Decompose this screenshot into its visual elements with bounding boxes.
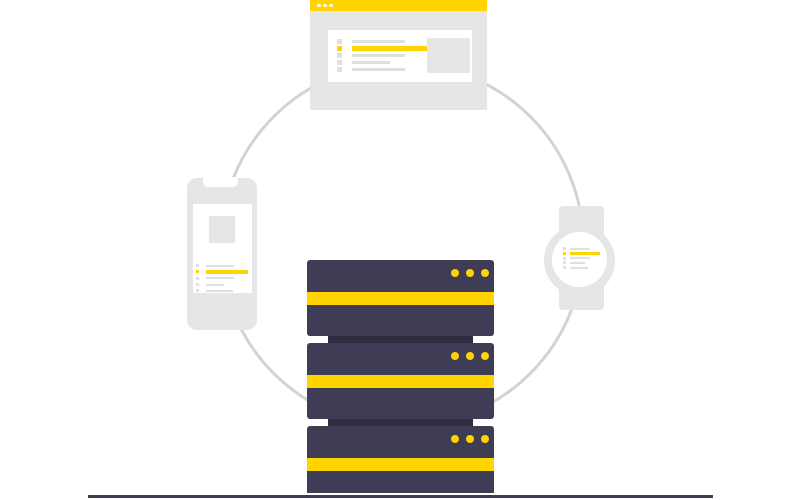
phone-list-row bbox=[196, 276, 248, 280]
list-bullet bbox=[196, 289, 199, 293]
server-indicator-lights bbox=[451, 435, 489, 443]
browser-window bbox=[310, 0, 487, 110]
smartphone bbox=[187, 177, 257, 330]
list-bullet bbox=[563, 261, 566, 265]
list-line bbox=[206, 277, 234, 280]
watch-list-row bbox=[563, 247, 600, 250]
window-control-dot bbox=[317, 3, 321, 8]
indicator-light bbox=[466, 435, 474, 443]
phone-list bbox=[196, 264, 248, 293]
list-bullet bbox=[196, 283, 199, 287]
list-bullet bbox=[337, 46, 342, 51]
list-bullet bbox=[563, 266, 566, 270]
indicator-light bbox=[451, 352, 459, 360]
watch-list-row bbox=[563, 251, 600, 255]
browser-list-row bbox=[337, 67, 435, 72]
list-line bbox=[352, 68, 405, 71]
server-unit bbox=[307, 426, 494, 493]
watch-list-row bbox=[563, 256, 600, 260]
phone-image-placeholder bbox=[209, 216, 235, 243]
list-line bbox=[570, 247, 590, 250]
indicator-light bbox=[451, 435, 459, 443]
watch-list-row bbox=[563, 266, 600, 270]
list-line bbox=[570, 261, 585, 264]
window-control-dot bbox=[323, 3, 327, 8]
watch-list-row bbox=[563, 261, 600, 265]
list-bullet bbox=[196, 276, 199, 280]
list-bullet bbox=[196, 264, 199, 267]
list-bullet bbox=[337, 39, 342, 44]
server-unit bbox=[307, 260, 494, 336]
list-bullet bbox=[563, 247, 566, 250]
list-line bbox=[352, 46, 435, 51]
phone-list-row bbox=[196, 264, 248, 267]
server-connector bbox=[328, 419, 473, 426]
list-line bbox=[206, 289, 233, 292]
phone-list-row bbox=[196, 270, 248, 274]
browser-list-row bbox=[337, 39, 435, 44]
indicator-light bbox=[466, 352, 474, 360]
phone-screen bbox=[193, 204, 252, 293]
indicator-light bbox=[481, 352, 489, 360]
browser-list bbox=[337, 39, 435, 72]
server-connector bbox=[328, 336, 473, 343]
indicator-light bbox=[451, 269, 459, 277]
server-indicator-lights bbox=[451, 269, 489, 277]
list-bullet bbox=[196, 270, 199, 274]
browser-image-placeholder bbox=[427, 38, 470, 73]
indicator-light bbox=[481, 435, 489, 443]
server-stripe bbox=[307, 375, 494, 388]
smartwatch bbox=[552, 232, 607, 287]
server-indicator-lights bbox=[451, 352, 489, 360]
browser-content-panel bbox=[328, 30, 472, 82]
list-line bbox=[570, 251, 600, 255]
watch-list bbox=[563, 247, 600, 270]
browser-list-row bbox=[337, 46, 435, 51]
server-stripe bbox=[307, 458, 494, 471]
indicator-light bbox=[481, 269, 489, 277]
phone-list-row bbox=[196, 289, 248, 293]
list-line bbox=[352, 61, 390, 64]
list-line bbox=[570, 266, 588, 269]
browser-list-row bbox=[337, 60, 435, 65]
list-bullet bbox=[337, 60, 342, 65]
browser-list-row bbox=[337, 53, 435, 58]
server-stack bbox=[307, 260, 494, 493]
list-line bbox=[570, 257, 590, 260]
list-line bbox=[352, 54, 405, 57]
list-line bbox=[206, 264, 234, 267]
ground-line bbox=[88, 495, 713, 498]
indicator-light bbox=[466, 269, 474, 277]
phone-list-row bbox=[196, 283, 248, 287]
list-bullet bbox=[563, 256, 566, 260]
list-line bbox=[352, 40, 405, 43]
list-bullet bbox=[337, 67, 342, 72]
server-stripe bbox=[307, 292, 494, 305]
window-control-dot bbox=[329, 3, 333, 8]
server-unit bbox=[307, 343, 494, 419]
list-bullet bbox=[337, 53, 342, 58]
list-bullet bbox=[563, 251, 566, 255]
list-line bbox=[206, 283, 224, 286]
list-line bbox=[206, 270, 248, 274]
browser-titlebar bbox=[310, 0, 487, 11]
phone-notch bbox=[203, 177, 238, 187]
